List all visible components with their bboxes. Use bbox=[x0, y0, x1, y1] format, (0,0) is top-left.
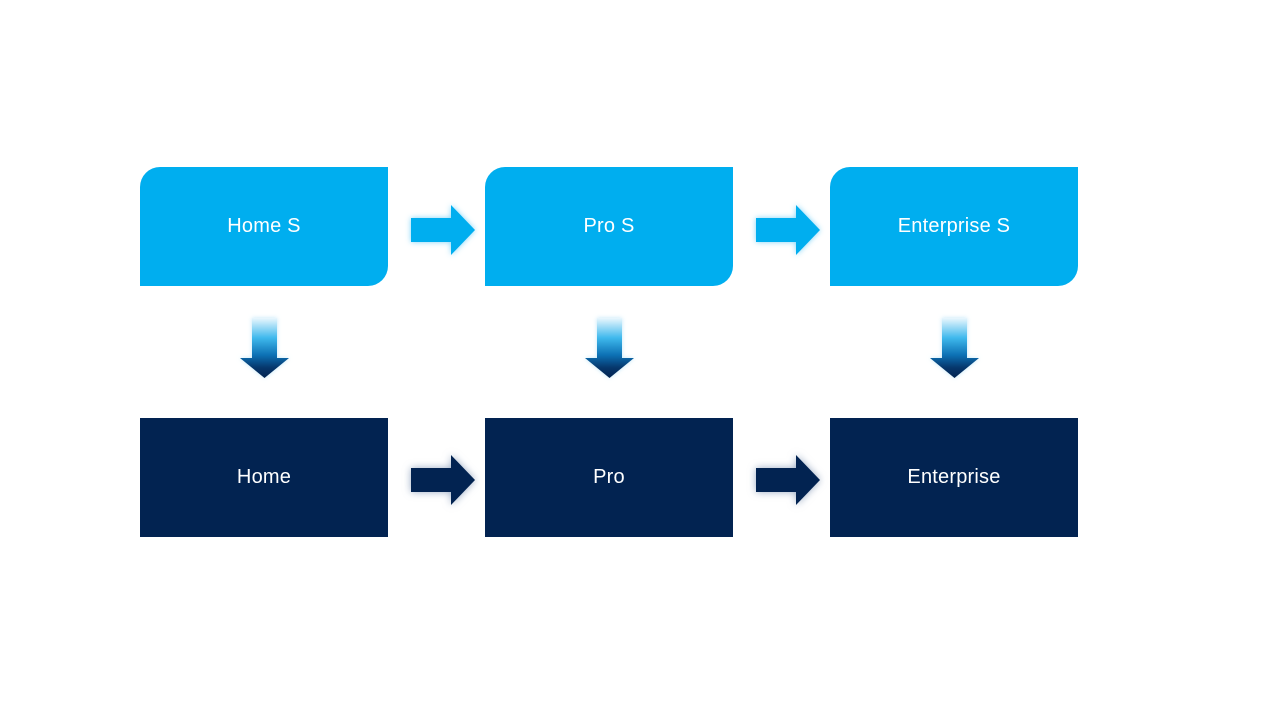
node-label: Home bbox=[236, 466, 292, 488]
down-arrow-icon bbox=[240, 318, 289, 378]
node-label: Enterprise S bbox=[897, 215, 1011, 237]
node-pro-s: Pro S bbox=[485, 167, 733, 286]
right-arrow-icon bbox=[411, 455, 475, 505]
node-pro: Pro bbox=[485, 418, 733, 537]
node-home: Home bbox=[140, 418, 388, 537]
node-label: Pro bbox=[593, 466, 625, 488]
right-arrow-icon bbox=[756, 455, 820, 505]
right-arrow-icon bbox=[411, 205, 475, 255]
node-label: Home S bbox=[227, 215, 301, 237]
node-enterprise: Enterprise bbox=[830, 418, 1078, 537]
down-arrow-icon bbox=[930, 318, 979, 378]
node-label: Pro S bbox=[583, 215, 635, 237]
node-home-s: Home S bbox=[140, 167, 388, 286]
right-arrow-icon bbox=[756, 205, 820, 255]
node-label: Enterprise bbox=[907, 466, 1001, 488]
node-enterprise-s: Enterprise S bbox=[830, 167, 1078, 286]
down-arrow-icon bbox=[585, 318, 634, 378]
